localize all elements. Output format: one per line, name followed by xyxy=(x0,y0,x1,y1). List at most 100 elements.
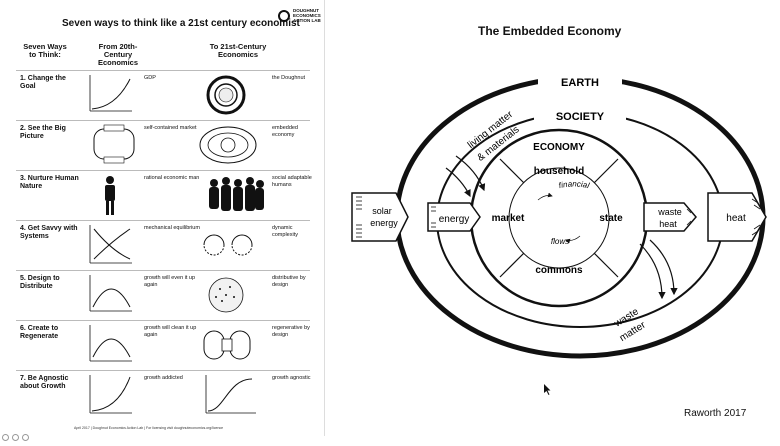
economy-label-bg xyxy=(528,138,592,154)
embedded-economy-icon xyxy=(199,126,257,164)
waste-label: waste xyxy=(657,207,682,217)
col-head-from: From 20th-Century Economics xyxy=(97,42,138,67)
earth-label-bg xyxy=(538,72,622,90)
row-label: 6. Create to Regenerate xyxy=(20,325,59,340)
market-label: market xyxy=(492,213,525,224)
row-icons xyxy=(105,176,264,215)
row-icons xyxy=(89,375,256,414)
kuznets-curve-icon xyxy=(89,275,132,312)
row-regenerate: 6. Create to Regenerate growth will clea… xyxy=(16,320,310,369)
doughnut-lab-logo: DOUGHNUT ECONOMICS ACTION LAB xyxy=(278,8,324,28)
solar-energy-arrow: solar energy xyxy=(351,192,409,242)
row-icons xyxy=(89,325,251,362)
row-label: 4. Get Savvy with Systems xyxy=(20,225,78,240)
household-label: household xyxy=(534,166,585,177)
nav-menu-icon[interactable] xyxy=(12,434,19,441)
row-label: 7. Be Agnostic about Growth xyxy=(20,375,69,390)
materials-arrow-2 xyxy=(455,155,486,192)
from-text: growth will clean it up again xyxy=(144,325,197,338)
to-text: growth agnostic xyxy=(272,375,311,381)
commons-label: commons xyxy=(535,265,583,276)
heat-arrow: heat xyxy=(707,192,767,242)
feedback-loops-icon xyxy=(203,234,253,256)
solar-label: solar xyxy=(372,206,392,216)
waste-matter-arrow-1 xyxy=(639,243,666,300)
flows-label: flows xyxy=(551,237,569,246)
from-text: self-contained market xyxy=(144,125,197,131)
from-text: GDP xyxy=(144,75,156,81)
exponential-growth-icon xyxy=(89,375,132,414)
credit-text: Raworth 2017 xyxy=(684,408,747,419)
energy-arrow: energy xyxy=(427,202,481,232)
to-text: distributive by design xyxy=(272,275,306,288)
row-distribute: 5. Design to Distribute growth will even… xyxy=(16,270,310,319)
waste-heat-label: heat xyxy=(659,219,677,229)
row-change-goal: 1. Change the Goal GDP the Doughnut xyxy=(16,70,310,119)
row-systems: 4. Get Savvy with Systems mechanical equ… xyxy=(16,220,310,269)
waste-matter-arrow-2 xyxy=(649,239,678,296)
economic-man-icon xyxy=(105,176,115,215)
earth-label: EARTH xyxy=(561,77,599,89)
heat-label: heat xyxy=(726,213,746,224)
economy-label: ECONOMY xyxy=(533,142,585,153)
logo-ring-icon xyxy=(278,10,290,22)
inner-circle xyxy=(508,167,610,269)
row-icons xyxy=(89,275,244,313)
circular-flow-icon xyxy=(93,124,135,164)
to-text: dynamic complexity xyxy=(272,225,298,238)
from-text: growth addicted xyxy=(144,375,183,381)
row-icons xyxy=(93,124,257,164)
logo-text: DOUGHNUT ECONOMICS ACTION LAB xyxy=(293,8,321,23)
state-label: state xyxy=(599,213,623,224)
from-text: mechanical equilibrium xyxy=(144,225,200,231)
row-label: 1. Change the Goal xyxy=(20,75,66,90)
row-big-picture: 2. See the Big Picture self-contained ma… xyxy=(16,120,310,169)
from-text: growth will even it up again xyxy=(144,275,196,288)
energy-label: energy xyxy=(439,214,470,225)
col-head-to: To 21st-Century Economics xyxy=(209,42,267,59)
quadrant-divider-se xyxy=(593,252,619,278)
nav-prev-icon[interactable] xyxy=(2,434,9,441)
embedded-economy-title: The Embedded Economy xyxy=(478,24,622,38)
financial-label: financial xyxy=(558,179,591,190)
row-label: 2. See the Big Picture xyxy=(20,125,66,140)
to-text: embedded economy xyxy=(272,125,298,138)
row-icons xyxy=(89,225,253,264)
to-text: regenerative by design xyxy=(272,325,310,338)
mouse-cursor-icon xyxy=(544,384,551,395)
slide-canvas: Seven ways to think like a 21st century … xyxy=(0,0,767,441)
seven-ways-title: Seven ways to think like a 21st century … xyxy=(62,18,300,29)
row-label: 3. Nurture Human Nature xyxy=(20,175,79,190)
crowd-icon xyxy=(209,177,264,211)
row-human-nature: 3. Nurture Human Nature rational economi… xyxy=(16,170,312,219)
environmental-curve-icon xyxy=(89,325,132,362)
row-growth: 7. Be Agnostic about Growth growth addic… xyxy=(16,370,311,419)
financial-arrow-bottom xyxy=(565,235,581,244)
from-text: rational economic man xyxy=(144,175,200,181)
quadrant-divider-ne xyxy=(593,158,619,184)
quadrant-divider-nw xyxy=(499,158,525,184)
supply-demand-icon xyxy=(89,225,132,264)
society-label: SOCIETY xyxy=(556,111,605,123)
to-text: the Doughnut xyxy=(272,75,306,81)
waste-heat-arrow: waste heat xyxy=(643,202,697,232)
butterfly-economy-icon xyxy=(203,330,251,360)
gdp-curve-icon xyxy=(89,75,132,112)
slide-nav[interactable] xyxy=(2,428,62,441)
row-icons xyxy=(89,75,246,115)
network-sphere-icon xyxy=(208,277,244,313)
footer-credit: April 2017 | Doughnut Economics Action L… xyxy=(74,426,224,430)
quadrant-divider-sw xyxy=(499,252,525,278)
materials-arrow-1 xyxy=(445,167,471,198)
doughnut-icon xyxy=(206,75,246,115)
seven-ways-panel: Seven ways to think like a 21st century … xyxy=(0,0,325,441)
to-text: social adaptable humans xyxy=(272,175,312,188)
nav-next-icon[interactable] xyxy=(22,434,29,441)
s-curve-growth-icon xyxy=(205,375,256,414)
solar-energy-label: energy xyxy=(370,218,398,228)
embedded-economy-diagram: EARTH SOCIETY ECONOMY household market s… xyxy=(351,72,767,395)
row-label: 5. Design to Distribute xyxy=(20,275,60,290)
society-label-bg xyxy=(534,106,626,124)
financial-arrow-top xyxy=(537,192,553,201)
col-head-ways: Seven Ways to Think: xyxy=(23,42,67,59)
